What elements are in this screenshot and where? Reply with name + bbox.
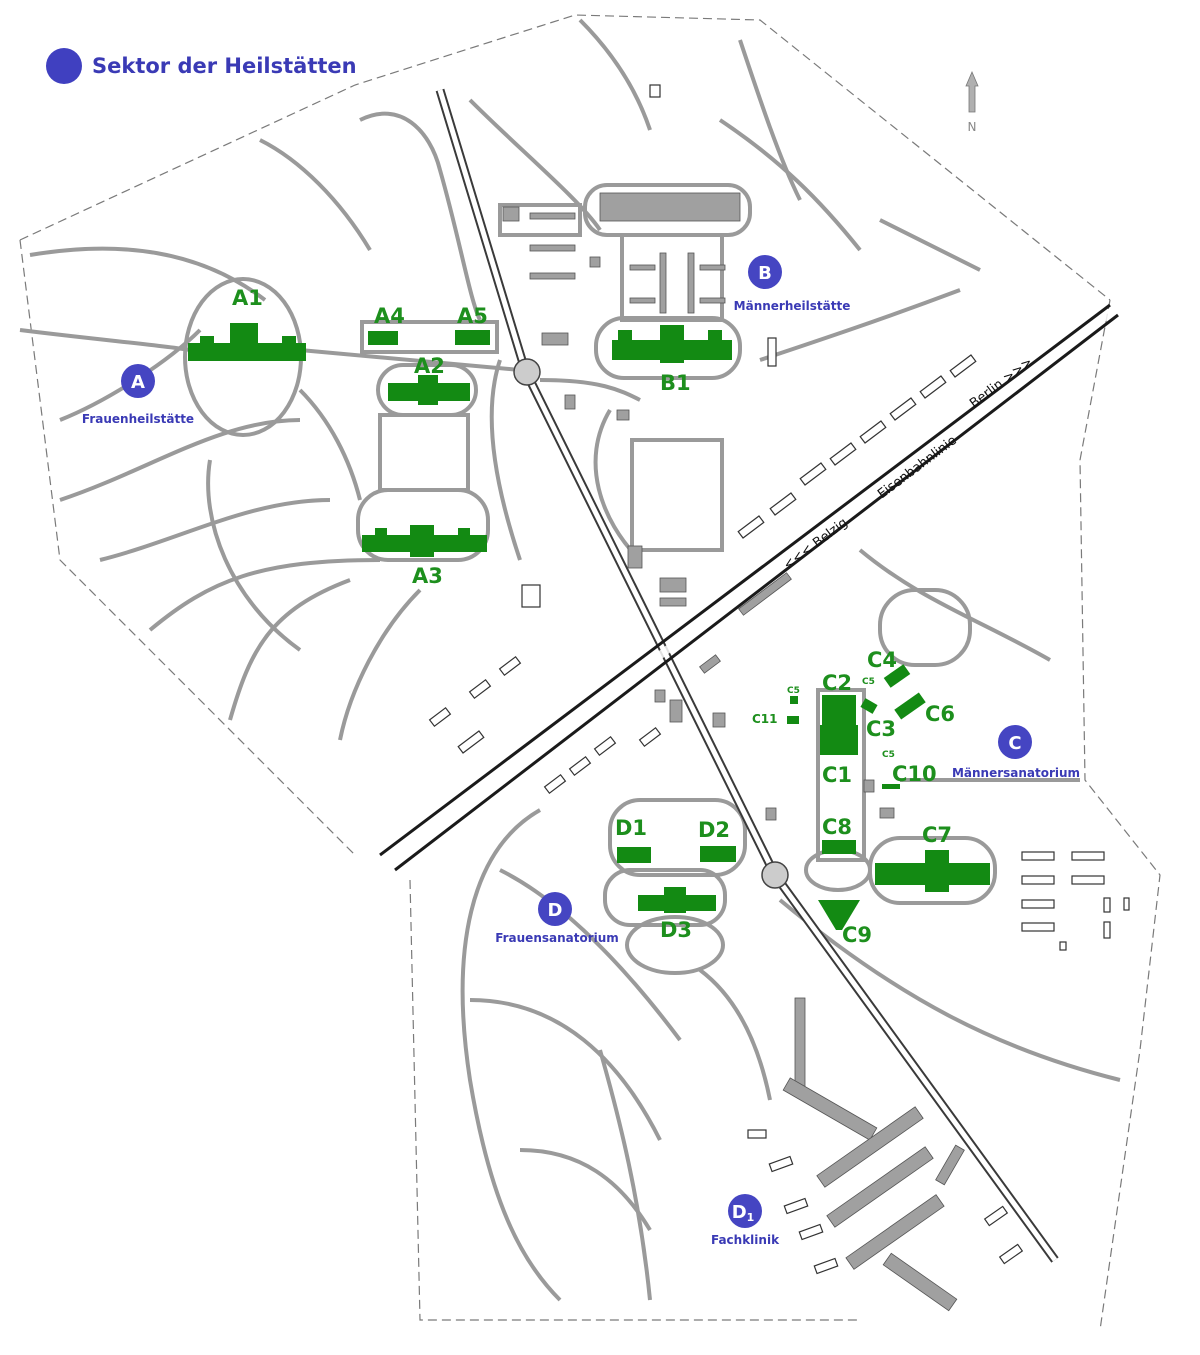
label-c5-c: C5	[882, 750, 895, 760]
building-c1-c2-shape[interactable]	[820, 695, 858, 755]
building-a4-shape[interactable]	[368, 331, 398, 345]
label-c11: C11	[752, 712, 778, 726]
north-label: N	[968, 120, 977, 134]
building-c3-shape[interactable]	[860, 698, 878, 714]
label-a1: A1	[232, 286, 263, 310]
sector-d1-letter: D1	[732, 1202, 755, 1224]
label-a3: A3	[412, 564, 443, 588]
building-a1-shape[interactable]	[188, 323, 306, 361]
label-c3: C3	[866, 717, 896, 741]
building-d1-shape[interactable]	[617, 847, 651, 863]
sector-b-grounds	[498, 183, 752, 552]
building-a2-shape[interactable]	[388, 375, 470, 405]
label-c8: C8	[822, 815, 852, 839]
building-c10-shape[interactable]	[882, 784, 900, 789]
label-b1: B1	[660, 371, 691, 395]
legend-dot-icon	[46, 48, 82, 84]
building-d2-shape[interactable]	[700, 846, 736, 862]
label-c9: C9	[842, 923, 872, 947]
building-a5-shape[interactable]	[455, 330, 490, 345]
sector-b-letter: B	[758, 263, 772, 284]
label-c5-a: C5	[787, 686, 800, 696]
building-a3-shape[interactable]	[362, 525, 487, 557]
sector-d1-marker[interactable]: D1 Fachklinik	[711, 1194, 780, 1247]
road-network	[19, 18, 1121, 1302]
building-d3-shape[interactable]	[638, 887, 716, 913]
sector-d-letter: D	[548, 900, 563, 921]
building-labels: A1 A2 A3 A4 A5 B1 C1 C2 C3 C4 C5 C5 C5 C…	[232, 286, 955, 947]
label-c4: C4	[867, 648, 897, 672]
label-c1: C1	[822, 763, 852, 787]
label-c10: C10	[892, 762, 937, 786]
building-c4-shape[interactable]	[883, 664, 911, 688]
building-c11-shape[interactable]	[787, 716, 799, 724]
sector-d-marker[interactable]: D Frauensanatorium	[495, 892, 619, 945]
label-d1: D1	[615, 816, 647, 840]
sector-c-name: Männersanatorium	[952, 766, 1080, 780]
label-d3: D3	[660, 918, 692, 942]
building-c6-shape[interactable]	[894, 692, 926, 720]
green-buildings	[188, 323, 990, 930]
railway-line	[379, 303, 1119, 872]
building-c9-shape[interactable]	[818, 900, 860, 930]
building-c5-shape[interactable]	[790, 696, 798, 704]
sector-c-letter: C	[1008, 733, 1021, 754]
legend-label: Sektor der Heilstätten	[92, 54, 357, 78]
main-road	[435, 88, 1059, 1263]
north-arrow: N	[965, 70, 979, 134]
label-a5: A5	[457, 304, 488, 328]
map-legend: Sektor der Heilstätten	[46, 48, 357, 84]
sector-c-marker[interactable]: C Männersanatorium	[952, 725, 1080, 780]
outline-buildings	[428, 84, 1130, 1275]
sector-a-name: Frauenheilstätte	[82, 412, 194, 426]
label-c5-b: C5	[862, 677, 875, 687]
building-c7-shape[interactable]	[875, 850, 990, 892]
sector-b-name: Männerheilstätte	[734, 299, 851, 313]
label-c2: C2	[822, 671, 852, 695]
building-c8-shape[interactable]	[822, 840, 856, 854]
site-boundary	[19, 14, 1161, 1331]
sector-b-marker[interactable]: B Männerheilstätte	[734, 255, 851, 313]
sector-c-grounds	[804, 588, 997, 905]
label-a2: A2	[414, 354, 445, 378]
sector-a-letter: A	[131, 372, 145, 393]
sector-d-grounds	[603, 798, 747, 975]
sector-d-name: Frauensanatorium	[495, 931, 619, 945]
building-b1-shape[interactable]	[612, 325, 732, 363]
grey-buildings	[502, 192, 965, 1312]
railway-line-label: Eisenbahnlinie	[875, 433, 960, 502]
label-c6: C6	[925, 702, 955, 726]
label-a4: A4	[374, 304, 405, 328]
roundabout-south	[761, 861, 789, 889]
sector-a-marker[interactable]: A Frauenheilstätte	[82, 364, 194, 426]
roundabout-north	[513, 358, 541, 386]
label-d2: D2	[698, 818, 730, 842]
sector-d1-name: Fachklinik	[711, 1233, 780, 1247]
label-c7: C7	[922, 823, 952, 847]
